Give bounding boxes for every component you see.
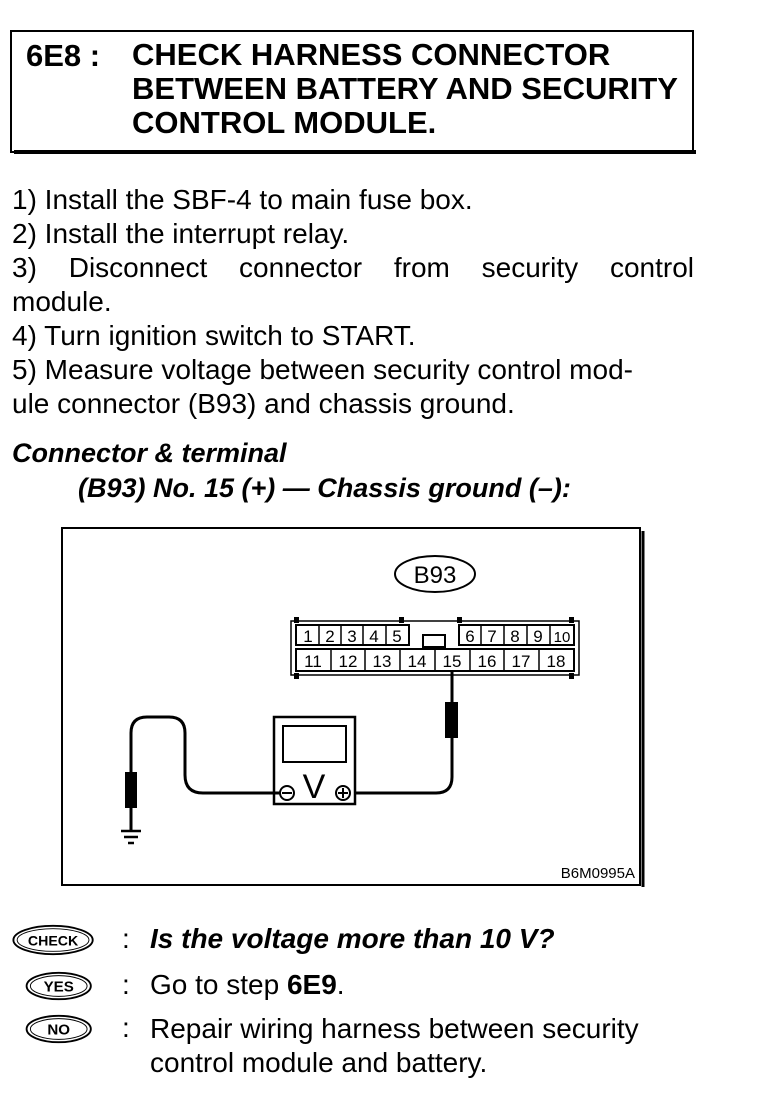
pin-11: 11 xyxy=(304,652,322,671)
wiring-diagram: B93 1 xyxy=(61,527,645,887)
step-title: CHECK HARNESS CONNECTOR BETWEEN BATTERY … xyxy=(132,38,692,140)
connector-label: B93 xyxy=(414,562,457,589)
step-4: 4) Turn ignition switch to START. xyxy=(12,320,416,351)
step-id: 6E8 : xyxy=(26,38,101,73)
check-question: Is the voltage more than 10 V? xyxy=(150,923,555,954)
pin-12: 12 xyxy=(339,652,358,671)
pin-8: 8 xyxy=(510,627,519,646)
connector-label-oval xyxy=(394,555,476,593)
yes-badge: YES xyxy=(25,971,92,1001)
check-colon: : xyxy=(122,923,130,954)
ground-symbol xyxy=(121,829,141,845)
step-5-continued: ule connector (B93) and chassis ground. xyxy=(12,388,515,419)
check-badge-label: CHECK xyxy=(28,934,79,950)
diagram-frame xyxy=(61,527,641,886)
no-text: Repair wiring harness between security c… xyxy=(150,1012,639,1080)
step-title-line-2: BETWEEN BATTERY AND SECURITY xyxy=(132,71,678,106)
check-badge: CHECK xyxy=(12,924,94,956)
voltmeter: V xyxy=(272,715,357,806)
pin-1: 1 xyxy=(303,627,312,646)
pin-14: 14 xyxy=(408,652,427,671)
ground-lead xyxy=(125,715,280,831)
connector-b93: 1 2 3 4 5 6 7 8 9 10 11 12 13 14 15 16 1… xyxy=(290,617,580,679)
yes-step-ref: 6E9 xyxy=(286,969,337,1000)
no-colon: : xyxy=(122,1012,130,1043)
no-badge: NO xyxy=(25,1014,92,1044)
pin-15: 15 xyxy=(443,652,462,671)
voltmeter-symbol: V xyxy=(303,768,326,806)
step-3-continued: module. xyxy=(12,286,112,317)
step-1: 1) Install the SBF-4 to main fuse box. xyxy=(12,184,473,215)
no-text-line-2: control module and battery. xyxy=(150,1047,488,1078)
positive-probe xyxy=(343,671,458,795)
connector-spec: (B93) No. 15 (+) — Chassis ground (–): xyxy=(78,473,571,503)
header-box-shadow xyxy=(14,150,696,154)
yes-text-suffix: . xyxy=(336,969,345,1000)
no-badge-label: NO xyxy=(47,1022,70,1039)
pin-7: 7 xyxy=(487,627,496,646)
pin-9: 9 xyxy=(533,627,542,646)
pin-5: 5 xyxy=(392,627,401,646)
yes-badge-label: YES xyxy=(44,979,74,996)
pin-18: 18 xyxy=(547,652,566,671)
step-3: 3) Disconnect connector from security co… xyxy=(12,252,694,283)
pin-2: 2 xyxy=(325,627,334,646)
step-title-line-3: CONTROL MODULE. xyxy=(132,105,437,140)
step-2: 2) Install the interrupt relay. xyxy=(12,218,350,249)
pin-16: 16 xyxy=(478,652,497,671)
pin-17: 17 xyxy=(512,652,531,671)
figure-id: B6M0995A xyxy=(561,865,635,882)
yes-text: Go to step 6E9. xyxy=(150,969,345,1001)
step-header-box: 6E8 : CHECK HARNESS CONNECTOR BETWEEN BA… xyxy=(10,30,694,153)
procedure-steps: 1) Install the SBF-4 to main fuse box. 2… xyxy=(12,183,694,421)
no-text-line-1: Repair wiring harness between security xyxy=(150,1013,639,1044)
yes-colon: : xyxy=(122,969,130,1000)
yes-text-prefix: Go to step xyxy=(150,969,287,1000)
step-5: 5) Measure voltage between security cont… xyxy=(12,354,633,385)
pin-4: 4 xyxy=(369,627,378,646)
pin-6: 6 xyxy=(465,627,474,646)
step-title-line-1: CHECK HARNESS CONNECTOR xyxy=(132,37,611,72)
pin-3: 3 xyxy=(347,627,356,646)
pin-10: 10 xyxy=(554,629,571,646)
pin-13: 13 xyxy=(373,652,392,671)
connector-heading: Connector & terminal xyxy=(12,438,287,468)
